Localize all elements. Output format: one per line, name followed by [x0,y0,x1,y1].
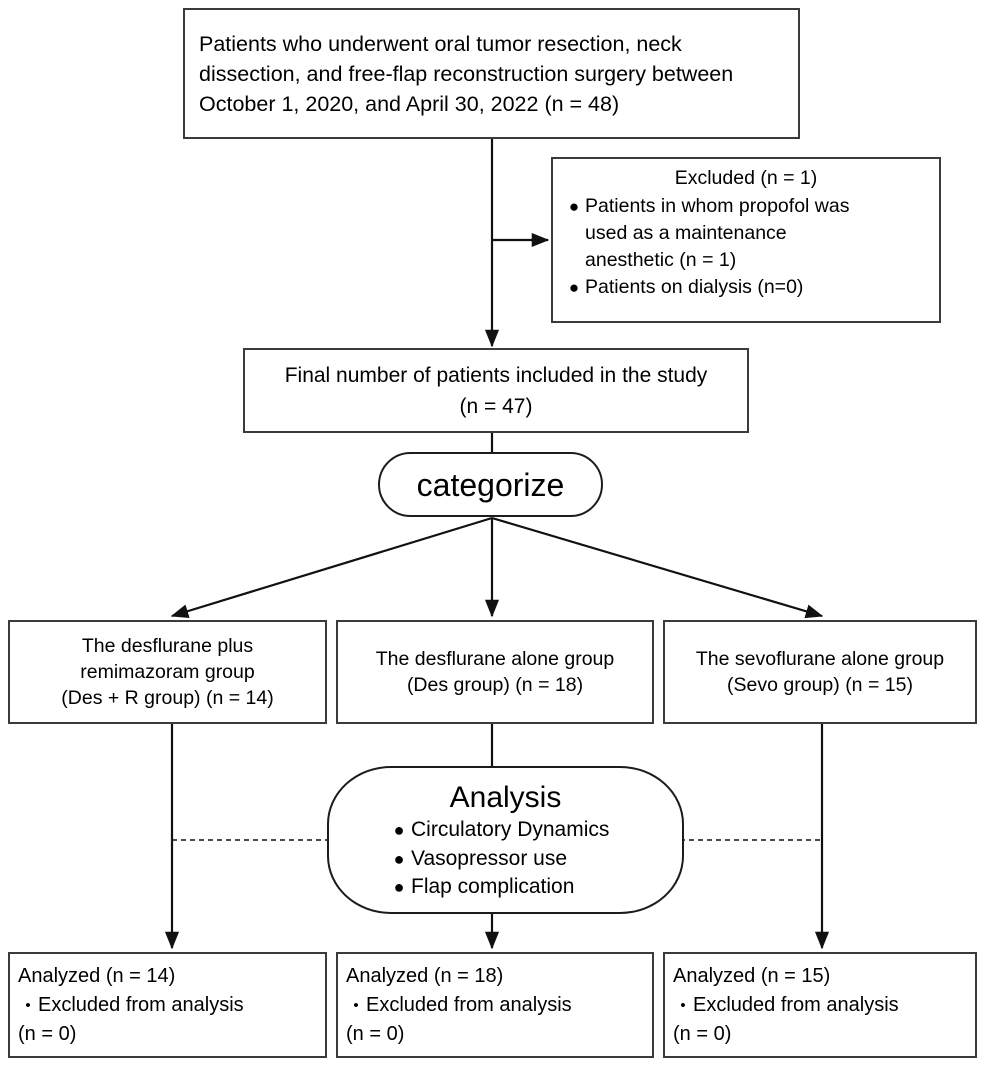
categorize-label: categorize [416,466,565,503]
excluded-heading: Excluded (n = 1) [674,167,818,189]
excluded-bullet-list: ● Patients in whom propofol was used as … [563,193,929,301]
analyzed2-bullet-list: • Excluded from analysis [673,991,899,1020]
node-analyzed-sevo: Analyzed (n = 15) • Excluded from analys… [663,952,977,1058]
final-line-1: Final number of patients included in the… [284,363,708,387]
analyzed-bullet-item: • Excluded from analysis [346,991,572,1020]
analyzed2-heading: Analyzed (n = 15) [673,964,831,987]
group1-line-2: (Des group) (n = 18) [406,674,584,696]
analyzed0-bullet-list: • Excluded from analysis [18,991,244,1020]
analyzed0-bullet-text: Excluded from analysis [38,991,244,1020]
node-final-number-box: Final number of patients included in the… [243,348,749,433]
analyzed-bullet-item: • Excluded from analysis [18,991,244,1020]
analyzed1-heading: Analyzed (n = 18) [346,964,504,987]
group0-line-3: (Des + R group) (n = 14) [61,687,274,709]
analysis-bullet-text: Flap complication [411,875,575,898]
excluded-bullet-text: Patients in whom propofol was used as a … [585,193,929,274]
small-bullet-icon: • [25,996,31,1014]
analyzed2-bullet-text: Excluded from analysis [693,991,899,1020]
group0-line-2: remimazoram group [80,661,255,683]
group0-line-1: The desflurane plus [81,635,254,657]
analyzed1-bullet-text: Excluded from analysis [366,991,572,1020]
enrollment-line-2: dissection, and free-flap reconstruction… [199,61,734,86]
analysis-bullet-item: ● Flap complication [387,873,682,902]
analysis-bullet-text: Circulatory Dynamics [411,818,610,841]
small-bullet-icon: • [680,996,686,1014]
node-excluded-box: Excluded (n = 1) ● Patients in whom prop… [551,157,941,323]
excluded-b1-line-1: Patients in whom propofol was [585,195,850,217]
enrollment-line-3: October 1, 2020, and April 30, 2022 (n =… [199,91,620,116]
filled-circle-bullet-icon: ● [568,197,580,216]
analysis-bullet-item: ● Circulatory Dynamics [387,816,682,845]
small-bullet-icon: • [353,996,359,1014]
analyzed1-bullet-list: • Excluded from analysis [346,991,572,1020]
analysis-bullet-item: ● Vasopressor use [387,845,682,874]
connector-categorize-to-group-0 [170,516,493,618]
group2-line-1: The sevoflurane alone group [695,648,945,670]
enrollment-line-1: Patients who underwent oral tumor resect… [199,31,682,56]
group2-line-2: (Sevo group) (n = 15) [727,674,913,696]
excluded-b1-line-2: used as a maintenance [585,222,787,244]
analyzed0-heading: Analyzed (n = 14) [18,964,176,987]
filled-circle-bullet-icon: ● [393,848,405,869]
analyzed0-b-line-2: (n = 0) [18,1022,77,1045]
analysis-bullet-text: Vasopressor use [411,846,568,870]
filled-circle-bullet-icon: ● [393,877,405,897]
node-analysis-pill: Analysis ● Circulatory Dynamics ● Vasopr… [327,766,684,914]
excluded-b1-line-3: anesthetic (n = 1) [585,249,737,271]
connector-categorize-to-group-2 [491,516,824,619]
analysis-heading: Analysis [449,781,562,814]
node-analyzed-des: Analyzed (n = 18) • Excluded from analys… [336,952,654,1058]
node-group-des-plus-remimazoram: The desflurane plus remimazoram group (D… [8,620,327,724]
analysis-bullet-list: ● Circulatory Dynamics ● Vasopressor use… [387,816,682,902]
analyzed-bullet-item: • Excluded from analysis [673,991,899,1020]
excluded-b2-line-1: Patients on dialysis (n=0) [585,276,804,298]
node-group-sevo-alone: The sevoflurane alone group (Sevo group)… [663,620,977,724]
node-group-des-alone: The desflurane alone group (Des group) (… [336,620,654,724]
filled-circle-bullet-icon: ● [568,278,580,297]
node-categorize-pill: categorize [378,452,603,517]
excluded-bullet-item: ● Patients in whom propofol was used as … [563,193,929,274]
group1-line-1: The desflurane alone group [375,648,615,670]
analyzed2-b-line-1: Excluded from analysis [693,993,899,1016]
analyzed2-b-line-2: (n = 0) [673,1022,732,1045]
excluded-bullet-text: Patients on dialysis (n=0) [585,274,929,301]
node-analyzed-des-plus-r: Analyzed (n = 14) • Excluded from analys… [8,952,327,1058]
analyzed1-b-line-2: (n = 0) [346,1022,405,1045]
final-line-2: (n = 47) [459,394,533,418]
analyzed1-b-line-1: Excluded from analysis [366,993,572,1016]
node-enrollment-box: Patients who underwent oral tumor resect… [183,8,800,139]
filled-circle-bullet-icon: ● [393,820,405,840]
analyzed0-b-line-1: Excluded from analysis [38,993,244,1016]
excluded-bullet-item: ● Patients on dialysis (n=0) [563,274,929,301]
